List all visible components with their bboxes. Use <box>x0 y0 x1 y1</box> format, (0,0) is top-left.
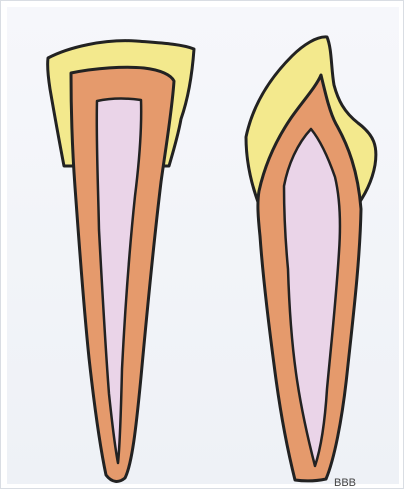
footer-mark: BBB <box>334 477 356 489</box>
